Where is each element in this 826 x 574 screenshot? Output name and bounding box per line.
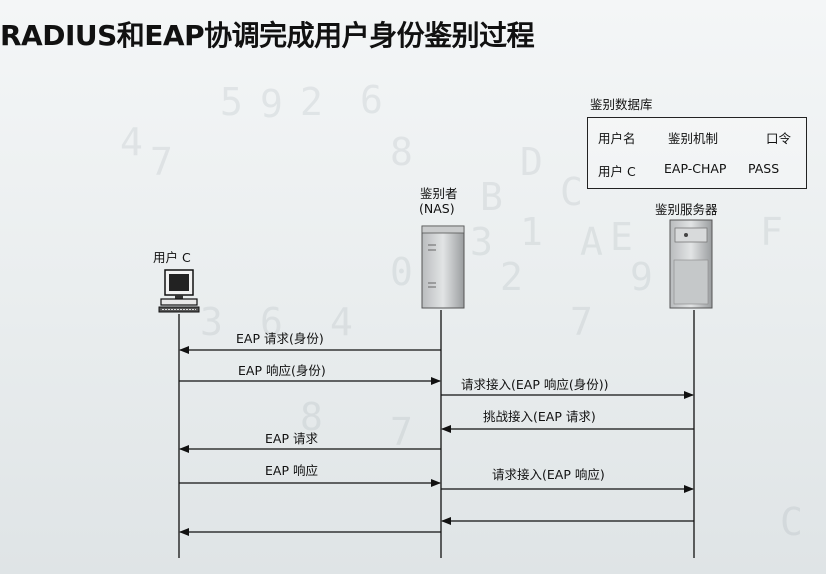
computer-icon <box>158 269 200 313</box>
msg-eap-request-identity: EAP 请求(身份) <box>236 331 324 346</box>
page-title: RADIUS和EAP协调完成用户身份鉴别过程 <box>0 19 535 52</box>
db-cell-password: PASS <box>748 161 780 176</box>
user-label: 用户 C <box>153 250 191 265</box>
database-table <box>587 117 807 189</box>
msg-eap-request: EAP 请求 <box>265 431 318 446</box>
msg-access-request-2: 请求接入(EAP 响应) <box>492 467 605 482</box>
nas-server-icon <box>421 225 465 309</box>
db-cell-username: 用户 C <box>598 164 636 179</box>
msg-access-challenge: 挑战接入(EAP 请求) <box>483 409 596 424</box>
authenticator-label: 鉴别者 <box>420 186 458 201</box>
db-header-username: 用户名 <box>598 131 636 146</box>
db-header-password: 口令 <box>766 131 792 146</box>
msg-eap-response: EAP 响应 <box>265 463 318 478</box>
database-title: 鉴别数据库 <box>590 97 653 112</box>
db-header-mechanism: 鉴别机制 <box>668 131 719 146</box>
authenticator-nas-label: (NAS) <box>419 201 455 216</box>
msg-access-request-1: 请求接入(EAP 响应(身份)) <box>461 377 609 392</box>
db-cell-mechanism: EAP-CHAP <box>664 161 727 176</box>
auth-server-icon <box>669 219 713 309</box>
msg-eap-response-identity: EAP 响应(身份) <box>238 363 326 378</box>
server-label: 鉴别服务器 <box>655 202 718 217</box>
